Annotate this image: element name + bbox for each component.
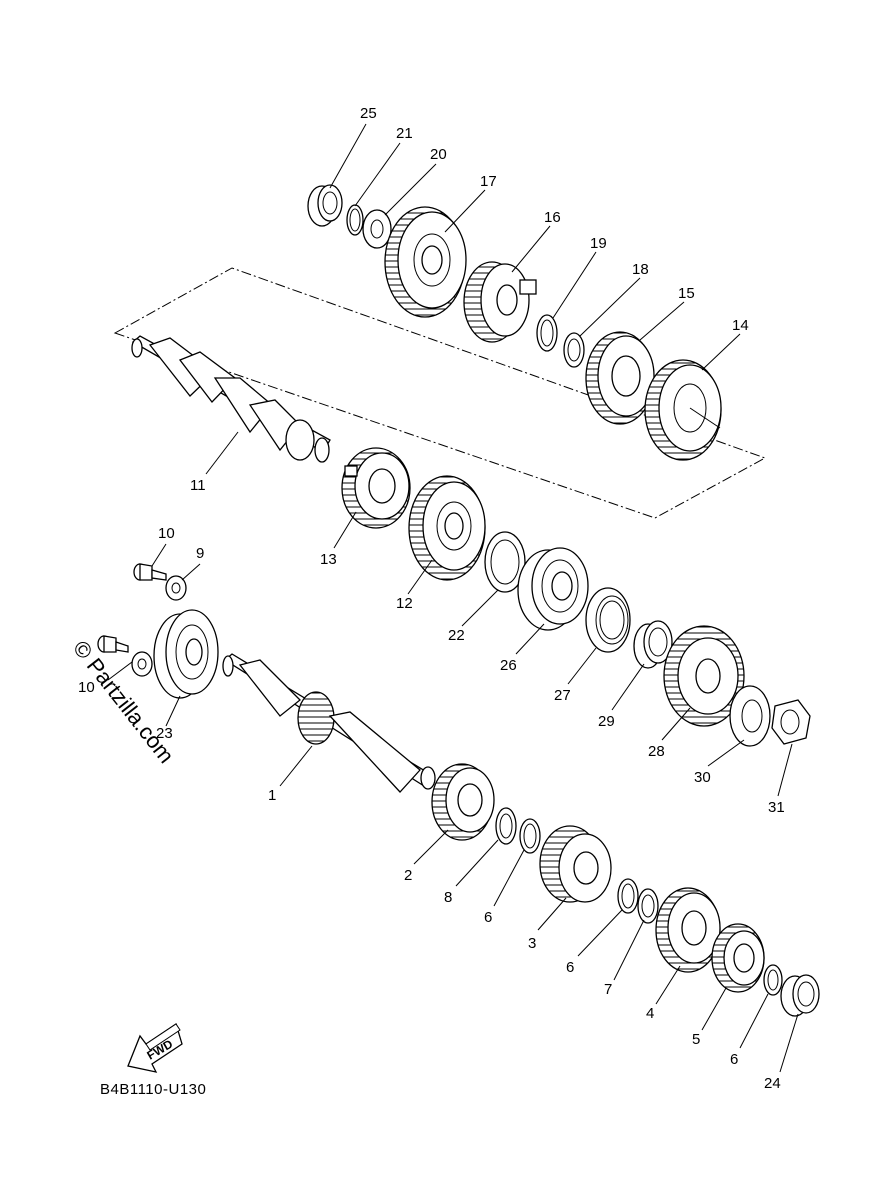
callout-28: 28 (648, 743, 665, 760)
callout-5: 5 (692, 1031, 700, 1048)
callout-12: 12 (396, 595, 413, 612)
part-31-nut[interactable] (771, 699, 811, 745)
part-14-gear[interactable] (644, 359, 722, 461)
leader-lines (107, 123, 799, 1073)
callout-13: 13 (320, 551, 337, 568)
callout-16: 16 (544, 209, 561, 226)
callout-6-c: 6 (730, 1051, 738, 1068)
part-1-drive-axle[interactable] (222, 653, 436, 793)
callout-17: 17 (480, 173, 497, 190)
callout-27: 27 (554, 687, 571, 704)
part-13-gear[interactable] (341, 447, 411, 529)
callout-labels: 25 21 20 17 16 19 18 15 14 11 13 12 10 9… (78, 105, 785, 1092)
callout-14: 14 (732, 317, 749, 334)
callout-29: 29 (598, 713, 615, 730)
callout-25: 25 (360, 105, 377, 122)
part-26-bearing[interactable] (517, 547, 589, 631)
part-4-gear[interactable] (655, 887, 721, 973)
part-24-needle-bearing[interactable] (780, 974, 820, 1017)
part-6-circlip-a[interactable] (519, 818, 541, 854)
part-10-bolt-lower[interactable] (97, 635, 129, 653)
callout-2: 2 (404, 867, 412, 884)
callout-8: 8 (444, 889, 452, 906)
part-15-gear[interactable] (585, 331, 655, 425)
part-8-washer[interactable] (495, 807, 517, 845)
part-3-gear[interactable] (539, 825, 612, 903)
callout-7: 7 (604, 981, 612, 998)
part-11-main-axle[interactable] (131, 335, 331, 463)
part-6-circlip-b[interactable] (617, 878, 639, 914)
part-10-bolt-upper[interactable] (133, 563, 167, 581)
part-7-washer[interactable] (637, 888, 659, 924)
callout-30: 30 (694, 769, 711, 786)
part-17-gear[interactable] (384, 206, 467, 318)
part-23-bearing[interactable] (153, 609, 219, 699)
callout-24: 24 (764, 1075, 781, 1092)
part-30-lock-washer[interactable] (729, 685, 771, 747)
part-washer-small[interactable] (131, 651, 153, 677)
callout-21: 21 (396, 125, 413, 142)
callout-15: 15 (678, 285, 695, 302)
part-19-circlip[interactable] (536, 314, 558, 352)
part-16-gear[interactable] (463, 261, 537, 343)
callout-10-lower: 10 (78, 679, 95, 696)
part-21-circlip[interactable] (346, 204, 364, 236)
part-22-washer[interactable] (484, 531, 526, 593)
callout-6-a: 6 (484, 909, 492, 926)
part-12-gear[interactable] (408, 475, 486, 581)
diagram-code: B4B1110-U130 (100, 1081, 206, 1098)
callout-11: 11 (190, 477, 206, 494)
part-5-gear[interactable] (711, 923, 765, 993)
part-2-gear[interactable] (431, 763, 495, 841)
callout-3: 3 (528, 935, 536, 952)
callout-22: 22 (448, 627, 465, 644)
part-9-washer[interactable] (165, 575, 187, 601)
callout-10-upper: 10 (158, 525, 175, 542)
callout-19: 19 (590, 235, 607, 252)
part-28-drive-sprocket[interactable] (663, 625, 745, 727)
part-20-washer[interactable] (362, 209, 392, 249)
callout-4: 4 (646, 1005, 654, 1022)
callout-20: 20 (430, 146, 447, 163)
callout-23: 23 (156, 725, 173, 742)
callout-31: 31 (768, 799, 785, 816)
fwd-arrow-icon: FWD (127, 1022, 183, 1073)
part-18-washer[interactable] (563, 332, 585, 368)
callout-1: 1 (268, 787, 276, 804)
assembly-outline (113, 267, 767, 519)
part-25-needle-bearing[interactable] (307, 184, 343, 227)
part-27-oil-seal[interactable] (585, 587, 631, 653)
part-29-collar[interactable] (633, 620, 673, 669)
callout-9: 9 (196, 545, 204, 562)
callout-26: 26 (500, 657, 517, 674)
callout-18: 18 (632, 261, 649, 278)
callout-6-b: 6 (566, 959, 574, 976)
part-6-circlip-c[interactable] (763, 964, 783, 996)
